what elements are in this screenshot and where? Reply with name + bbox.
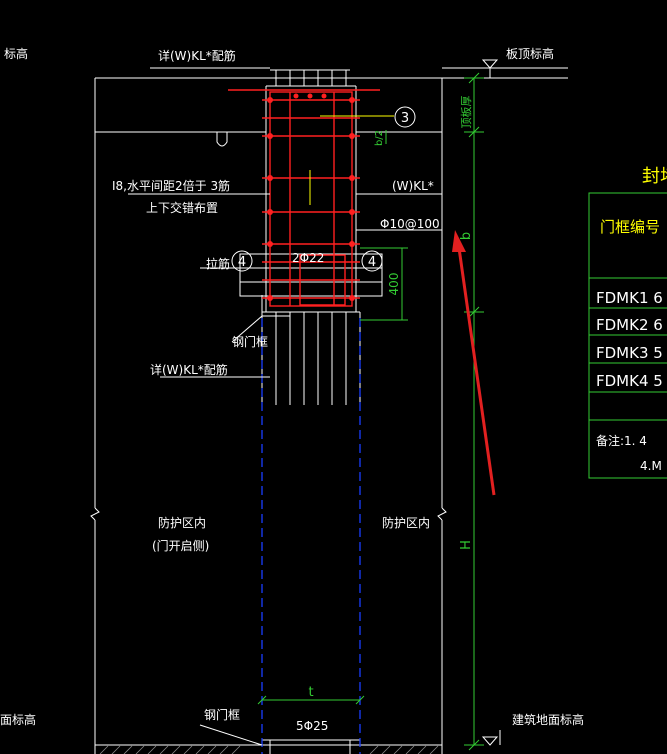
table-row-1: FDMK1 6 (596, 289, 663, 307)
dimension-lines (257, 72, 667, 751)
table-title: 封堵 (642, 166, 667, 187)
dim-t: t (308, 685, 313, 700)
leader-lines (128, 67, 501, 746)
bars-5-label: 5Φ25 (296, 719, 328, 733)
door-frame-table: 封堵 门框编号 FDMK1 6 FDMK2 6 FDMK3 5 FDMK4 5 … (596, 166, 667, 473)
dim-slab-thickness: 顶板厚 (459, 96, 473, 129)
dim-H: H (459, 540, 474, 550)
tie-label: 拉筋 (206, 256, 230, 271)
slab-level-label: 板顶标高 (506, 46, 554, 61)
table-row-3: FDMK3 5 (596, 344, 663, 362)
protect-left-line2: (门开启侧) (152, 538, 209, 553)
door-frame-upper-label: 钢门框 (232, 334, 268, 349)
marker-4-left: 4 (231, 250, 253, 272)
labels: 详(W)KL*配筋 板顶标高 Ⅰ8,水平间距2倍于 3 筋 上下交错布置 (W)… (0, 46, 584, 733)
wall-outlines (90, 67, 568, 754)
door-frame-lower-label: 钢门框 (204, 707, 240, 722)
hidden-lines (261, 318, 361, 754)
table-header: 门框编号 (600, 218, 660, 236)
bar-note-line1: Ⅰ8,水平间距2倍于 3 (112, 178, 218, 193)
table-row-2: FDMK2 6 (596, 316, 663, 334)
table-row-4: FDMK4 5 (596, 372, 663, 390)
bar-note-line2: 上下交错布置 (146, 200, 218, 215)
left-level-bottom-label: 面标高 (0, 712, 36, 727)
rebar-dots (267, 93, 355, 301)
marker-4-right: 4 (361, 250, 383, 272)
dim-b: b (459, 232, 474, 240)
bottom-left-note: 详(W)KL*配筋 (150, 362, 228, 377)
bars-2-label: 2Φ22 (292, 251, 324, 265)
annotation-arrow (452, 230, 496, 496)
floor-hatch (99, 745, 439, 754)
left-level-top-label: 标高 (4, 46, 28, 61)
protect-right-label: 防护区内 (382, 515, 430, 530)
stirrup-label: Φ10@100 (380, 217, 440, 231)
elevation-symbols (481, 59, 499, 746)
svg-text:4: 4 (238, 255, 246, 270)
bar-note-circle: 筋 (218, 178, 230, 193)
top-left-note: 详(W)KL*配筋 (158, 48, 236, 63)
rebar-cage (228, 89, 380, 307)
marker-3: 3 (394, 106, 416, 128)
yellow-leaders (309, 115, 394, 205)
dim-400: 400 (387, 273, 401, 296)
ground-level-label: 建筑地面标高 (512, 712, 584, 727)
table-note-line2: 4.M (640, 459, 662, 473)
table-note-line1: 备注:1. 4 (596, 433, 647, 448)
protect-left-line1: 防护区内 (158, 515, 206, 530)
beam-label: (W)KL* (392, 179, 434, 193)
svg-text:4: 4 (368, 255, 376, 270)
dimension-texts: 顶板厚 b/2 b 400 H t (308, 96, 474, 701)
svg-text:3: 3 (401, 111, 409, 126)
dim-small: b/2 (374, 130, 385, 146)
